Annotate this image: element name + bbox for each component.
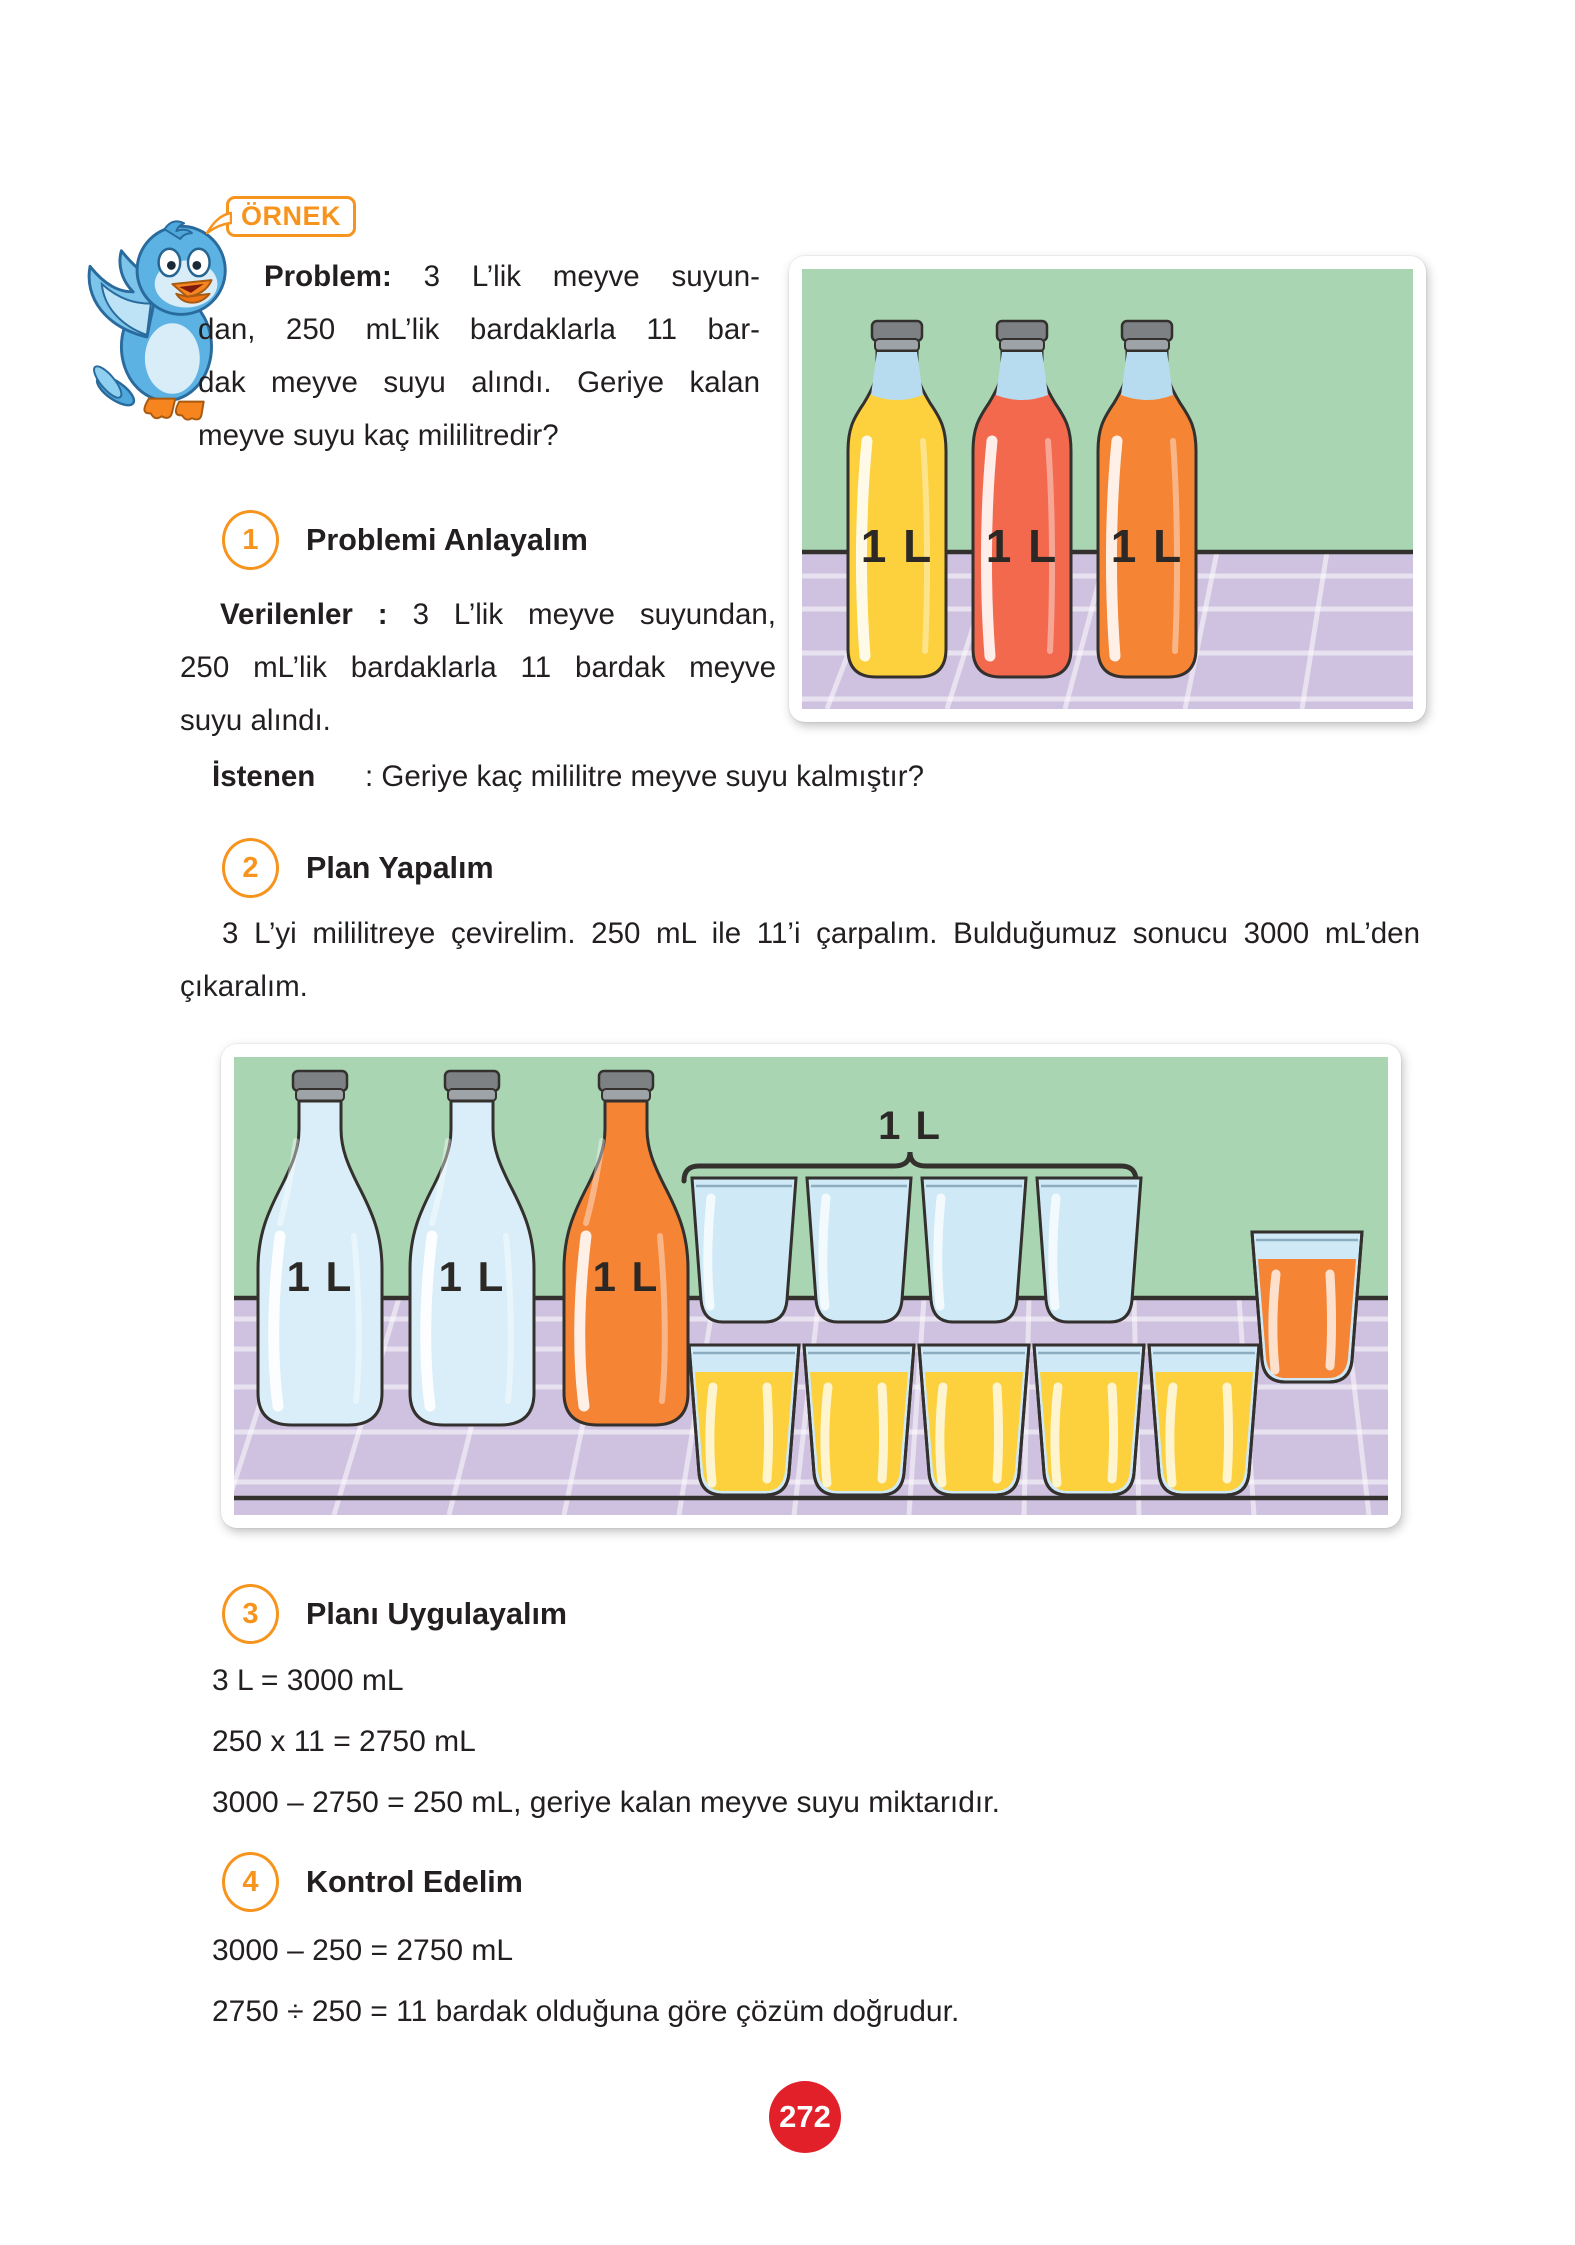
wanted-text: : Geriye kaç mililitre meyve suyu kalmış… — [365, 760, 924, 793]
empty-glass — [692, 1178, 796, 1322]
full-juice-glass — [1034, 1345, 1144, 1495]
bracket-volume-label: 1 L — [878, 1104, 942, 1148]
step-title: Kontrol Edelim — [306, 1864, 523, 1899]
bottle-volume-label: 1 L — [1111, 520, 1183, 572]
full-juice-glass — [919, 1345, 1029, 1495]
step-title: Planı Uygulayalım — [306, 1596, 568, 1631]
given-paragraph: Verilenler : 3 L’lik meyve suyundan, 250… — [180, 588, 776, 747]
bird-feet — [143, 397, 205, 421]
equation-line: 2750 ÷ 250 = 11 bardak olduğuna göre çöz… — [212, 1995, 960, 2028]
wanted-line: İstenen : Geriye kaç mililitre meyve suyu… — [212, 757, 924, 797]
bird-tail — [93, 365, 136, 407]
bottle-volume-label: 1 L — [861, 520, 933, 572]
text-line: çıkaralım. — [180, 970, 308, 1003]
page-number-badge: 272 — [769, 2081, 841, 2153]
given-label: Verilenler : — [220, 598, 388, 631]
one-liter-bracket — [681, 1151, 1139, 1184]
step-2-header: 2 Plan Yapalım — [222, 838, 494, 898]
step-title: Plan Yapalım — [306, 850, 494, 885]
plan-paragraph: 3 L’yi mililitreye çevirelim. 250 mL ile… — [180, 907, 1420, 1013]
bird-tuft — [163, 220, 193, 240]
text-line: Problem: 3 L’lik meyve suyun- — [264, 260, 760, 293]
equation-line: 3000 – 2750 = 250 mL, geriye kalan meyve… — [212, 1786, 1000, 1819]
illustration-three-bottles: 1 L 1 L 1 L — [789, 256, 1426, 722]
equation-line: 3000 – 250 = 2750 mL — [212, 1934, 514, 1967]
full-juice-glass — [689, 1345, 799, 1495]
illustration-bottles-and-glasses: 1 L 1 L 1 L 1 L — [221, 1044, 1401, 1528]
step-title: Problemi Anlayalım — [306, 522, 588, 557]
step-number-badge: 1 — [222, 510, 279, 570]
problem-paragraph: Problem: 3 L’lik meyve suyun- dan, 250 m… — [198, 250, 760, 462]
text-line: meyve suyu kaç mililitredir? — [198, 419, 559, 452]
step-4-header: 4 Kontrol Edelim — [222, 1852, 523, 1912]
bottle-volume-label: 1 L — [593, 1253, 660, 1300]
bird-belly — [144, 323, 200, 394]
bottles-glasses-scene: 1 L 1 L 1 L 1 L — [221, 1057, 1388, 1516]
text-line: 250 mL’lik bardaklarla 11 bardak meyve — [180, 651, 776, 684]
equation-line: 3 L = 3000 mL — [212, 1664, 404, 1697]
bottle-volume-label: 1 L — [439, 1253, 506, 1300]
three-bottles-scene: 1 L 1 L 1 L — [802, 269, 1413, 710]
speech-bubble-tail-icon — [206, 211, 232, 234]
apply-equations: 3 L = 3000 mL 250 x 11 = 2750 mL 3000 – … — [212, 1650, 1000, 1833]
empty-glass — [1037, 1178, 1141, 1322]
bird-beak — [171, 279, 213, 304]
text-line: 3 L’yi mililitreye çevirelim. 250 mL ile… — [222, 917, 1420, 950]
equation-line: 250 x 11 = 2750 mL — [212, 1725, 476, 1758]
text-line: dak meyve suyu alındı. Geriye kalan — [198, 366, 760, 399]
full-juice-glass — [804, 1345, 914, 1495]
step-number-badge: 2 — [222, 838, 279, 898]
orange-juice-glass — [1252, 1232, 1362, 1382]
bird-mascot-icon — [87, 220, 227, 421]
bottle-volume-label: 1 L — [986, 520, 1058, 572]
bird-eyes — [157, 247, 211, 278]
step-number-badge: 3 — [222, 1584, 279, 1644]
text-line: suyu alındı. — [180, 704, 331, 737]
text-line: Verilenler : 3 L’lik meyve suyundan, — [220, 598, 777, 631]
bottle-volume-label: 1 L — [287, 1253, 354, 1300]
empty-glass — [807, 1178, 911, 1322]
step-number-badge: 4 — [222, 1852, 279, 1912]
step-3-header: 3 Planı Uygulayalım — [222, 1584, 567, 1644]
wanted-label: İstenen — [212, 760, 316, 793]
example-label: ÖRNEK — [241, 201, 342, 231]
empty-glass — [922, 1178, 1026, 1322]
full-juice-glass — [1149, 1345, 1259, 1495]
example-speech-bubble: ÖRNEK — [206, 196, 357, 237]
check-equations: 3000 – 250 = 2750 mL 2750 ÷ 250 = 11 bar… — [212, 1920, 959, 2042]
problem-label: Problem: — [264, 260, 392, 293]
text-line: dan, 250 mL’lik bardaklarla 11 bar- — [198, 313, 760, 346]
step-1-header: 1 Problemi Anlayalım — [222, 510, 588, 570]
